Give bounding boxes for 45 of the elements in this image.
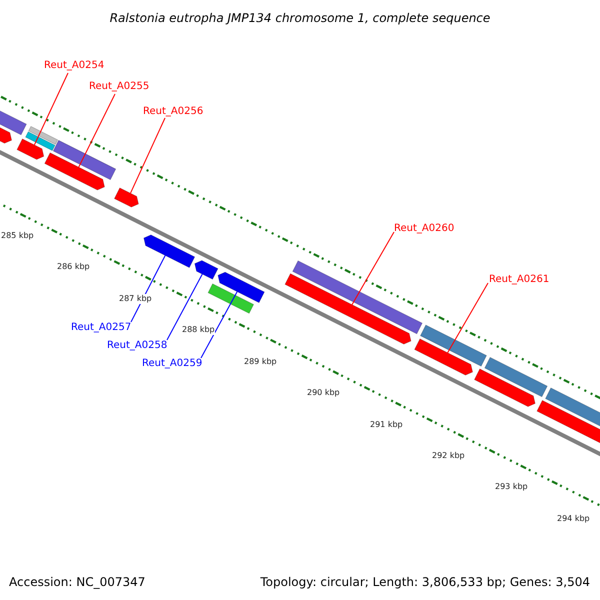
leader-line xyxy=(78,94,116,168)
gene-label: Reut_A0259 xyxy=(142,358,202,370)
scale-label: 294 kbp xyxy=(557,514,590,524)
diagram-title: Ralstonia eutropha JMP134 chromosome 1, complete sequence xyxy=(108,11,492,25)
gene-segment xyxy=(25,131,56,151)
scale-label: 291 kbp xyxy=(370,420,403,430)
leader-line xyxy=(130,255,166,322)
gene-segment xyxy=(218,272,265,304)
scale-label: 287 kbp xyxy=(119,294,152,304)
gene-segment xyxy=(420,324,487,367)
gene-segment xyxy=(284,273,412,344)
gene-label: Reut_A0256 xyxy=(143,106,204,118)
gene-segment xyxy=(44,152,105,190)
leader-line xyxy=(200,291,238,358)
scale-label: 286 kbp xyxy=(57,262,90,272)
leader-line xyxy=(130,118,166,194)
leader-line xyxy=(447,282,488,354)
scale-label: 292 kbp xyxy=(432,451,465,461)
gene-segment xyxy=(474,368,536,407)
gene-label: Reut_A0261 xyxy=(489,274,550,286)
gene-label: Reut_A0255 xyxy=(89,81,150,93)
gene-label: Reut_A0260 xyxy=(394,223,454,235)
leader-line xyxy=(34,72,68,146)
gene-segment xyxy=(28,126,58,145)
gene-label: Reut_A0257 xyxy=(71,322,132,334)
gene-segment xyxy=(194,260,218,280)
gene-label: Reut_A0258 xyxy=(107,340,168,352)
summary-text: Topology: circular; Length: 3,806,533 bp; Genes: 3,504 xyxy=(260,575,590,589)
gene-segment xyxy=(16,138,44,160)
gene-segment xyxy=(484,356,548,398)
gene-segment xyxy=(52,140,116,180)
gene-segment xyxy=(208,283,254,314)
gene-segment xyxy=(292,260,423,334)
gene-segment xyxy=(114,187,139,208)
leader-line xyxy=(352,232,394,306)
leader-line xyxy=(166,274,203,340)
gene-segment xyxy=(143,234,196,268)
scale-label: 288 kbp xyxy=(182,325,215,335)
gene-label: Reut_A0254 xyxy=(44,60,104,72)
scale-label: 293 kbp xyxy=(495,482,528,492)
accession-text: Accession: NC_007347 xyxy=(9,575,146,589)
scale-label: 289 kbp xyxy=(244,357,277,367)
scale-label: 285 kbp xyxy=(1,231,34,241)
scale-label: 290 kbp xyxy=(307,388,340,398)
gene-segment xyxy=(414,338,473,376)
